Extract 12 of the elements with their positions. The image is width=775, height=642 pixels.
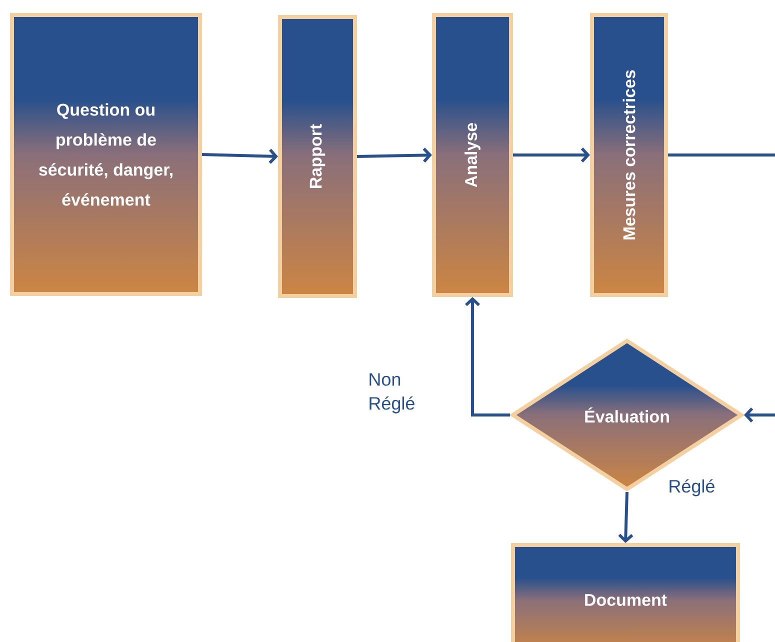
process-box: Question ou problème de sécurité, danger, événement (10, 13, 202, 296)
process-box: Document (511, 543, 740, 642)
arrow (202, 148, 278, 164)
edge-label: Non Réglé (370, 373, 414, 414)
arrow (356, 148, 432, 163)
process-box: Mesures correctrices (590, 13, 668, 297)
arrow (513, 147, 590, 163)
process-box: Analyse (432, 13, 513, 297)
arrow (465, 297, 510, 416)
process-box: Rapport (278, 15, 357, 298)
arrow (744, 407, 775, 423)
arrow (618, 492, 634, 544)
